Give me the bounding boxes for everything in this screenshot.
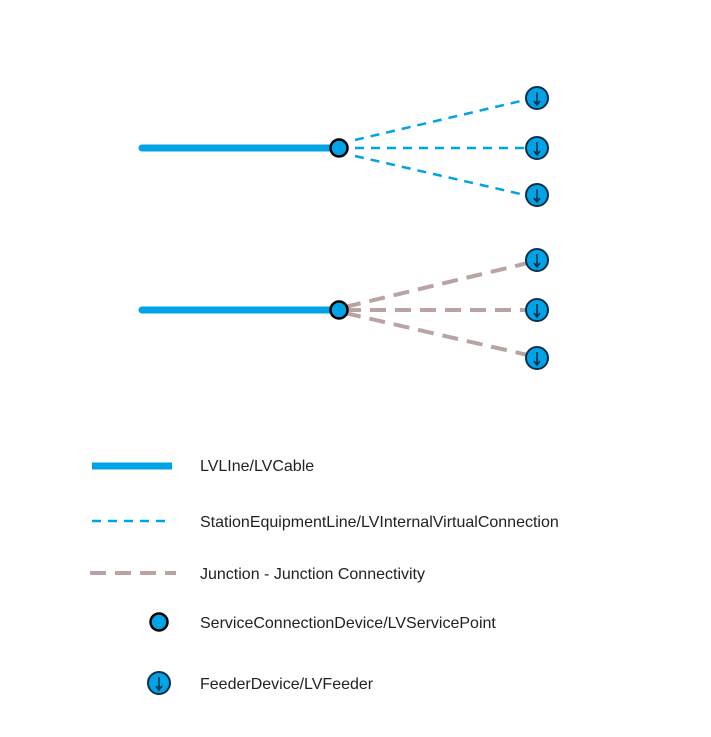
- feeder-icon: [525, 183, 549, 207]
- virtual-connection-top-lower: [354, 154, 526, 197]
- legend-item-virtual-connection: StationEquipmentLine/LVInternalVirtualCo…: [92, 514, 559, 531]
- junction-connectivity-upper: [344, 260, 533, 309]
- virtual-connection-top-upper: [354, 98, 526, 142]
- circle-outline-icon: [149, 612, 169, 632]
- legend-label-feeder: FeederDevice/LVFeeder: [200, 676, 374, 693]
- feeder-icon: [525, 298, 549, 322]
- legend-item-feeder: FeederDevice/LVFeeder: [147, 671, 374, 695]
- legend-label-service-point: ServiceConnectionDevice/LVServicePoint: [200, 615, 496, 632]
- service-point-bottom: [329, 300, 349, 320]
- legend: LVLIne/LVCable StationEquipmentLine/LVIn…: [90, 458, 559, 695]
- legend-item-junction-connectivity: Junction - Junction Connectivity: [90, 566, 425, 583]
- legend-label-lv-line: LVLIne/LVCable: [200, 458, 314, 475]
- legend-label-junction-connectivity: Junction - Junction Connectivity: [200, 566, 425, 583]
- example-virtual-connections: [138, 86, 549, 207]
- junction-connectivity-lower: [344, 311, 533, 358]
- feeder-icon: [525, 346, 549, 370]
- feeder-arrow-circle-icon: [147, 671, 171, 695]
- feeder-icon: [525, 136, 549, 160]
- service-point-top: [329, 138, 349, 158]
- feeder-icon: [525, 86, 549, 110]
- legend-item-service-point: ServiceConnectionDevice/LVServicePoint: [149, 612, 496, 632]
- legend-label-virtual-connection: StationEquipmentLine/LVInternalVirtualCo…: [200, 514, 559, 531]
- feeder-icon: [525, 248, 549, 272]
- example-junction-connectivity: [138, 248, 549, 370]
- legend-item-lv-line: LVLIne/LVCable: [92, 458, 314, 475]
